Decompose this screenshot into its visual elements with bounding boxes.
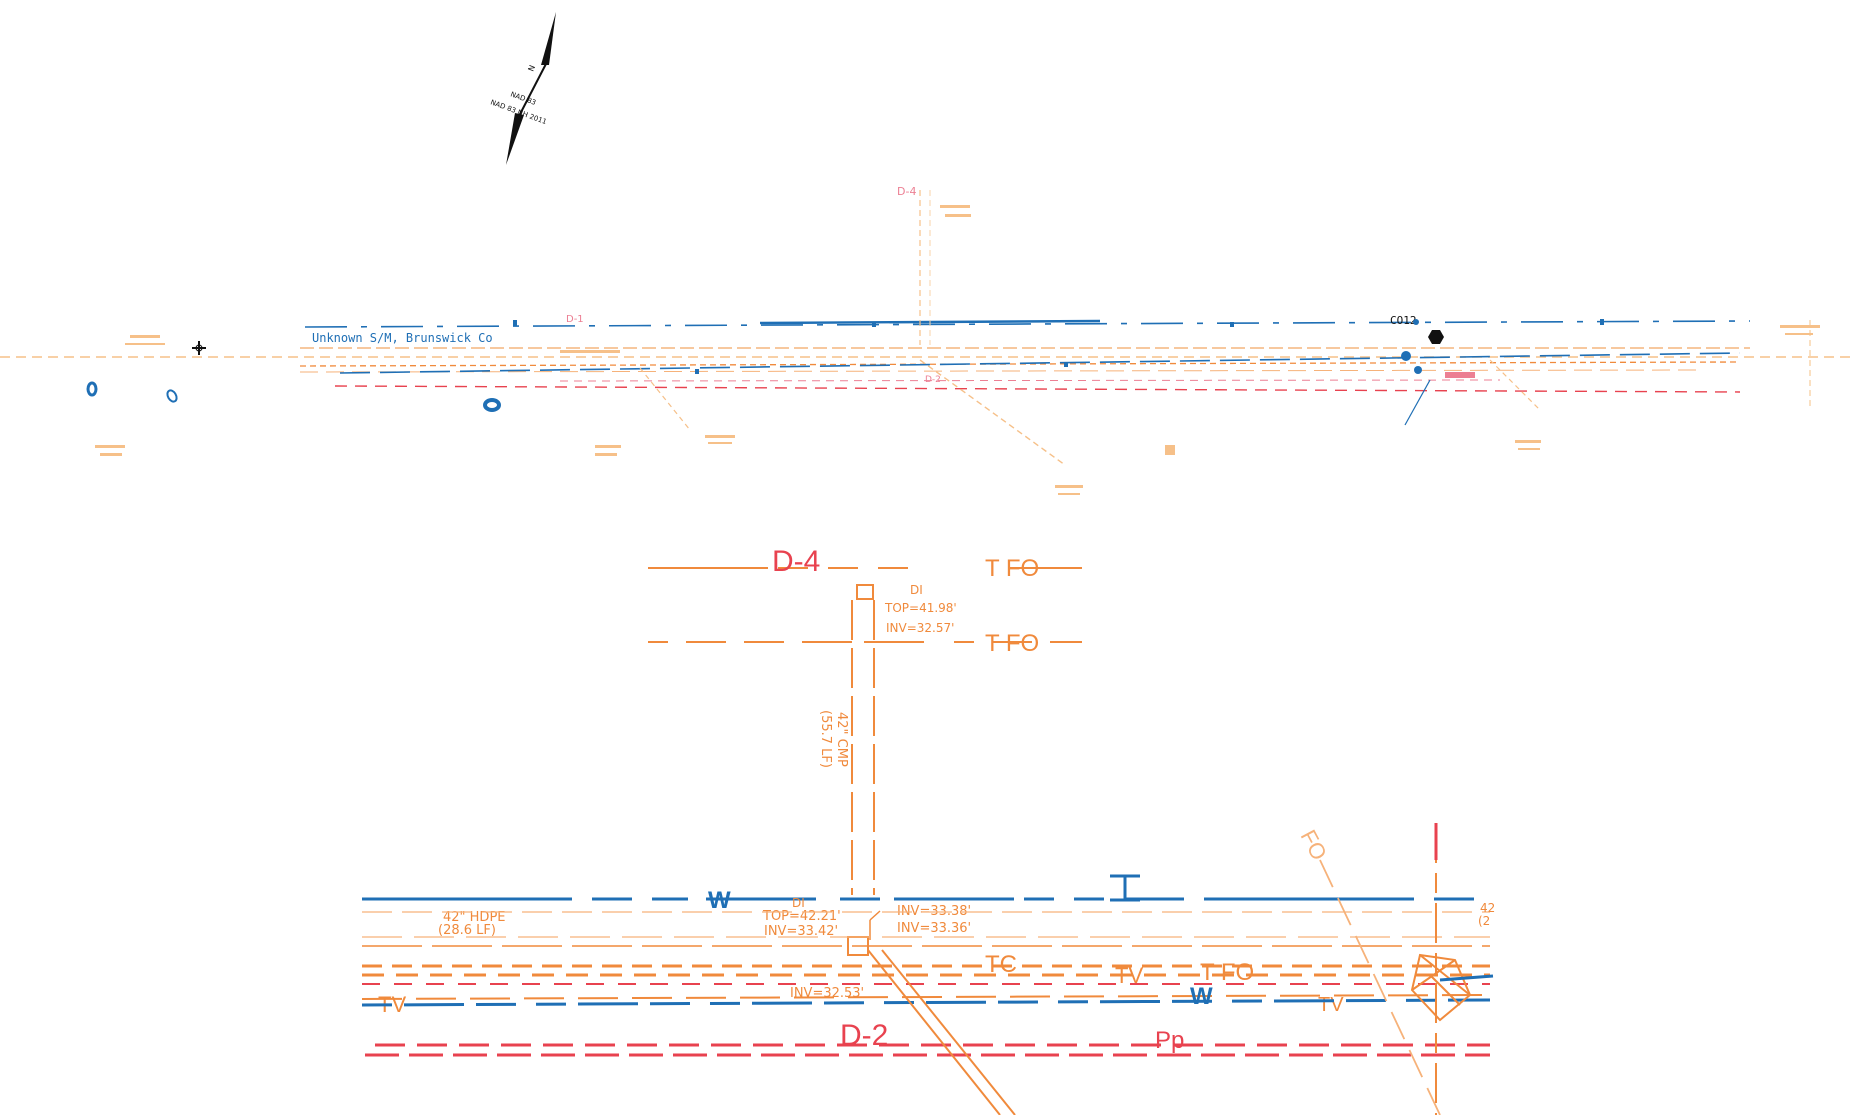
manhole-icon <box>483 398 501 412</box>
label-t-fo-mid: T FO <box>1200 959 1254 986</box>
label-fo-diagonal: FO <box>1296 826 1332 865</box>
label-tv-right: TV <box>1318 994 1344 1016</box>
label-w-lower: W <box>1190 983 1213 1010</box>
north-arrow-tail <box>506 113 524 165</box>
survey-marker-icon <box>1064 362 1068 367</box>
valve-icon <box>1414 366 1422 374</box>
detail-plan: D-4 T FO T FO DI TOP=41.98' INV=32.57' 4… <box>361 545 1495 1115</box>
diagonal-pipe <box>881 949 1016 1115</box>
label-tv-mid: TV <box>1115 963 1143 988</box>
valve-icon <box>1413 319 1419 325</box>
hdpe-length: (28.6 LF) <box>438 923 496 938</box>
overview-branch-line <box>639 367 691 431</box>
label-tfo-second: T FO <box>985 630 1039 657</box>
north-arrow-head <box>541 12 556 65</box>
survey-marker-icon <box>695 369 699 374</box>
water-stub <box>1439 974 1494 982</box>
survey-marker-icon <box>1600 319 1604 325</box>
label-d4: D-4 <box>772 545 820 578</box>
overview-label-unknown-sm: Unknown S/M, Brunswick Co <box>312 331 493 345</box>
label-w-upper: W <box>708 887 731 914</box>
overview-label-d1: D-1 <box>566 314 584 325</box>
di-bottom-name: DI <box>792 896 805 910</box>
label-d2: D-2 <box>840 1019 888 1052</box>
label-tc: TC <box>985 951 1017 978</box>
fiber-diagonal <box>1319 859 1441 1115</box>
valve-icon <box>1401 351 1411 361</box>
survey-marker-icon <box>872 322 876 327</box>
label-42-edge: 42 <box>1480 901 1495 915</box>
survey-marker-icon <box>513 320 517 326</box>
cmp-label: 42" CMP <box>834 712 849 767</box>
manhole-icon <box>86 381 98 397</box>
cmp-length: (55.7 LF) <box>818 710 833 768</box>
co12-marker-icon <box>1428 330 1444 344</box>
label-tfo-top: T FO <box>985 555 1039 582</box>
overview-branch-line <box>1489 359 1541 411</box>
overview-drain-line <box>334 385 1741 393</box>
inv-b: INV=33.36' <box>897 921 971 936</box>
overview-faint-annotations <box>95 205 1820 495</box>
survey-marker-icon <box>1230 322 1234 327</box>
overview-branch-line <box>919 359 1066 466</box>
overview-label-d2: D-2 <box>925 375 941 385</box>
drop-inlet-top-icon <box>856 584 874 600</box>
survey-cross-icon <box>192 341 206 355</box>
di-top-name: DI <box>910 583 923 597</box>
north-arrow-label-2: NAD 83 <box>509 90 537 107</box>
di-bottom-top: TOP=42.21' <box>762 909 841 924</box>
di-top-top: TOP=41.98' <box>884 601 957 615</box>
overview-plan: D-4 D-1 D-2 CO12 Unknown S/M, Brunswick … <box>0 185 1851 495</box>
manhole-icon <box>166 389 178 403</box>
overview-branch-line <box>1404 379 1431 426</box>
di-leader-line <box>869 910 881 921</box>
water-line-lower <box>361 998 1491 1007</box>
north-arrow-label-1: N <box>527 64 538 73</box>
fiber-line-lower <box>361 994 1491 1000</box>
overview-water-line <box>304 320 1751 328</box>
label-pp: Pp <box>1155 1027 1184 1054</box>
hatched-structure-icon <box>1410 953 1472 1022</box>
hdpe-label: 42" HDPE <box>443 910 506 925</box>
di-bottom-inv: INV=33.42' <box>764 924 838 939</box>
overview-drain-line <box>559 379 1501 382</box>
label-21-edge: (2 <box>1478 914 1490 928</box>
overview-water-line <box>339 352 1741 374</box>
di-top-inv: INV=32.57' <box>886 621 954 635</box>
valve-symbol-icon <box>1110 874 1140 902</box>
inv-c: INV=32.53' <box>790 986 864 1001</box>
north-arrow: N NAD 83 NAD 83 NH 2011 <box>489 12 556 165</box>
diagonal-pipe <box>867 949 1001 1115</box>
overview-label-d4: D-4 <box>897 185 916 198</box>
overview-label-co12: CO12 <box>1390 314 1417 327</box>
north-arrow-shaft <box>517 59 549 119</box>
